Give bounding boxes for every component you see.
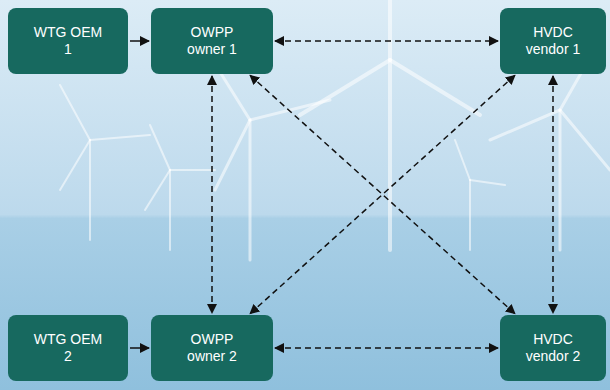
process-box: WTG OEM 1 [8, 8, 128, 74]
box-label: HVDC vendor 2 [517, 331, 589, 365]
box-label: OWPP owner 1 [176, 24, 248, 58]
process-box: HVDC vendor 2 [500, 315, 606, 381]
dashed-connector [275, 347, 498, 349]
box-label: HVDC vendor 1 [517, 24, 589, 58]
box-label: WTG OEM 1 [32, 24, 104, 58]
dashed-connector [250, 75, 515, 313]
arrow-connector [130, 347, 149, 349]
dashed-connector [211, 76, 213, 313]
dashed-connector [250, 75, 515, 313]
process-box: WTG OEM 2 [8, 315, 128, 381]
box-label: OWPP owner 2 [176, 331, 248, 365]
arrow-connector [130, 40, 149, 42]
process-box: OWPP owner 2 [151, 315, 273, 381]
process-box: HVDC vendor 1 [500, 8, 606, 74]
process-box: OWPP owner 1 [151, 8, 273, 74]
dashed-connector [552, 76, 554, 313]
box-label: WTG OEM 2 [32, 331, 104, 365]
dashed-connector [275, 40, 498, 42]
